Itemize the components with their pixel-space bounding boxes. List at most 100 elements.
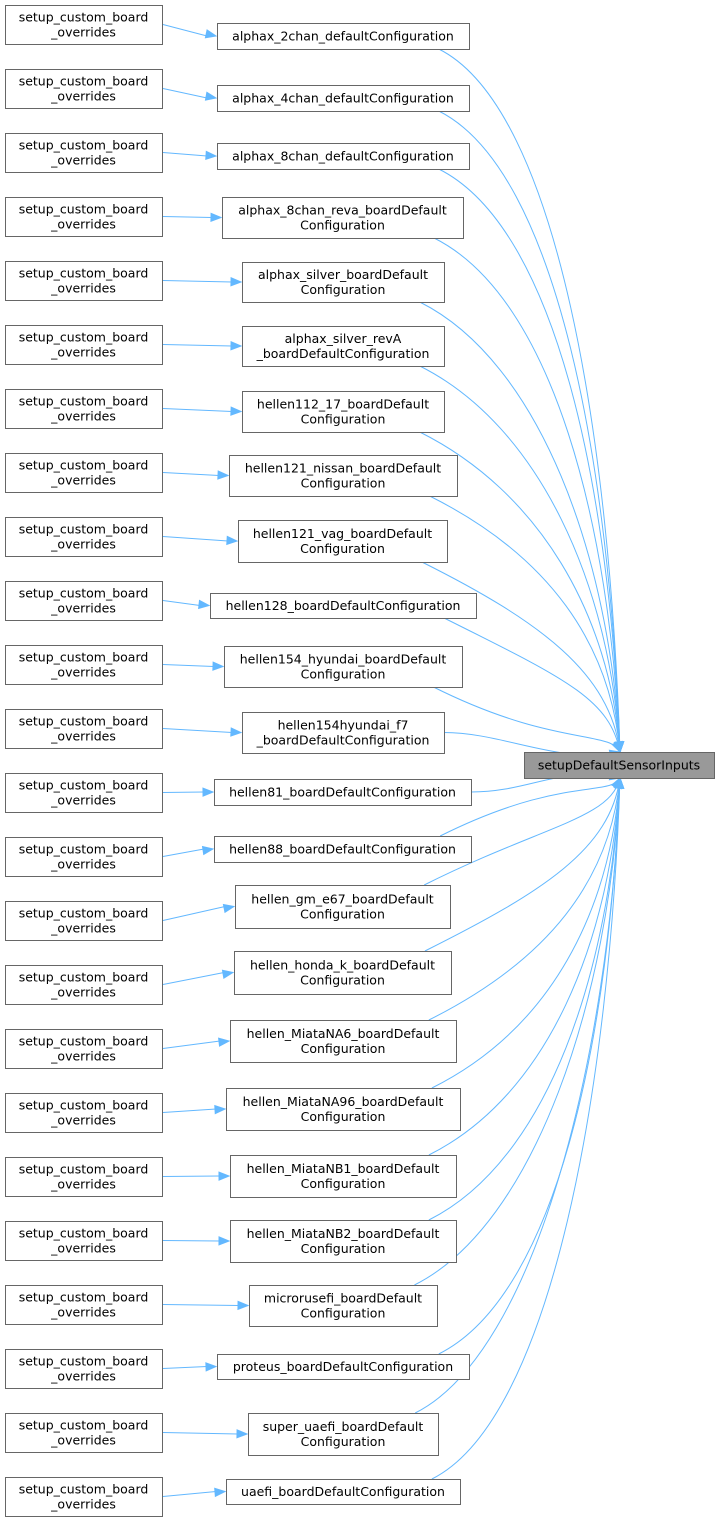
middle-node-hellen-honda-k-boarddefaultconfiguration-label-line: Configuration [300,973,385,988]
middle-node-hellen-miatana96-boarddefaultconfiguration-box [226,1088,461,1131]
middle-node-hellen-miatana96-boarddefaultconfiguration[interactable]: hellen_MiataNA96_boardDefaultConfigurati… [226,1088,461,1131]
caller-node-setup-custom-board-overrides[interactable]: setup_custom_board_overrides [5,581,163,621]
caller-node-setup-custom-board-overrides[interactable]: setup_custom_board_overrides [5,773,163,813]
caller-node-setup-custom-board-overrides[interactable]: setup_custom_board_overrides [5,197,163,237]
caller-node-setup-custom-board-overrides[interactable]: setup_custom_board_overrides [5,1221,163,1261]
caller-node-setup-custom-board-overrides[interactable]: setup_custom_board_overrides [5,645,163,685]
middle-node-hellen-miatana6-boarddefaultconfiguration[interactable]: hellen_MiataNA6_boardDefaultConfiguratio… [230,1020,457,1063]
middle-node-hellen81-boarddefaultconfiguration[interactable]: hellen81_boardDefaultConfiguration [214,779,472,806]
middle-node-alphax-silver-reva-boarddefaultconfiguration[interactable]: alphax_silver_revA_boardDefaultConfigura… [242,326,445,367]
caller-node-setup-custom-board-overrides-label-line: _overrides [50,1433,116,1448]
edge-line [162,24,208,37]
caller-node-setup-custom-board-overrides[interactable]: setup_custom_board_overrides [5,837,163,877]
edge-caller-to-middle [162,24,218,39]
caller-node-setup-custom-board-overrides[interactable]: setup_custom_board_overrides [5,5,163,45]
edge-curve [438,48,621,753]
edge-line [162,408,233,412]
edge-line [162,972,225,985]
middle-node-hellen121-vag-boarddefaultconfiguration[interactable]: hellen121_vag_boardDefaultConfiguration [238,520,448,563]
edge-curve [428,777,621,1021]
middle-node-alphax-4chan-defaultconfiguration-box [217,85,470,112]
edge-curve [431,777,621,1089]
caller-node-setup-custom-board-overrides-label-line: setup_custom_board [19,970,149,985]
middle-node-hellen-honda-k-boarddefaultconfiguration[interactable]: hellen_honda_k_boardDefaultConfiguration [234,951,452,995]
middle-node-hellen112-17-boarddefaultconfiguration[interactable]: hellen112_17_boardDefaultConfiguration [242,391,445,433]
middle-node-proteus-boarddefaultconfiguration[interactable]: proteus_boardDefaultConfiguration [217,1354,470,1380]
caller-node-setup-custom-board-overrides-box [5,69,163,109]
middle-node-microrusefi-boarddefaultconfiguration[interactable]: microrusefi_boardDefaultConfiguration [249,1285,438,1327]
middle-node-hellen-miatana6-boarddefaultconfiguration-box [230,1020,457,1063]
middle-node-hellen112-17-boarddefaultconfiguration-label-line: Configuration [301,412,386,427]
caller-node-setup-custom-board-overrides[interactable]: setup_custom_board_overrides [5,1413,163,1453]
edge-line [162,344,233,347]
caller-node-setup-custom-board-overrides-box [5,837,163,877]
caller-node-setup-custom-board-overrides-box [5,1221,163,1261]
middle-node-hellen-miatanb1-boarddefaultconfiguration-label-line: hellen_MiataNB1_boardDefault [247,1161,440,1176]
caller-node-setup-custom-board-overrides-label-line: _overrides [50,537,116,552]
caller-node-setup-custom-board-overrides-box [5,197,163,237]
caller-node-setup-custom-board-overrides-label-line: _overrides [50,473,116,488]
caller-node-setup-custom-board-overrides[interactable]: setup_custom_board_overrides [5,69,163,109]
middle-node-hellen-miatanb2-boarddefaultconfiguration-label-line: hellen_MiataNB2_boardDefault [247,1226,440,1241]
middle-node-alphax-silver-reva-boarddefaultconfiguration-label-line: alphax_silver_revA [285,331,402,346]
middle-node-super-uaefi-boarddefaultconfiguration[interactable]: super_uaefi_boardDefaultConfiguration [248,1413,439,1456]
caller-node-setup-custom-board-overrides-label-line: _overrides [50,921,116,936]
middle-node-hellen154hyundai-f7-boarddefaultconfiguration-box [242,712,445,754]
caller-node-setup-custom-board-overrides-label-line: setup_custom_board [19,1226,149,1241]
middle-node-hellen-miatanb2-boarddefaultconfiguration[interactable]: hellen_MiataNB2_boardDefaultConfiguratio… [230,1220,457,1263]
middle-node-hellen121-vag-boarddefaultconfiguration-label-line: hellen121_vag_boardDefault [253,526,432,541]
caller-node-setup-custom-board-overrides-label-line: _overrides [50,89,116,104]
caller-node-setup-custom-board-overrides[interactable]: setup_custom_board_overrides [5,133,163,173]
middle-node-hellen88-boarddefaultconfiguration-box [214,836,472,863]
caller-node-setup-custom-board-overrides[interactable]: setup_custom_board_overrides [5,325,163,365]
middle-node-hellen-miatanb1-boarddefaultconfiguration[interactable]: hellen_MiataNB1_boardDefaultConfiguratio… [230,1155,457,1198]
caller-node-setup-custom-board-overrides-label-line: setup_custom_board [19,714,149,729]
caller-node-setup-custom-board-overrides-box [5,453,163,493]
caller-node-setup-custom-board-overrides[interactable]: setup_custom_board_overrides [5,453,163,493]
caller-node-setup-custom-board-overrides[interactable]: setup_custom_board_overrides [5,389,163,429]
middle-node-alphax-8chan-reva-boarddefaultconfiguration[interactable]: alphax_8chan_reva_boardDefaultConfigurat… [222,197,464,239]
caller-node-setup-custom-board-overrides-box [5,261,163,301]
middle-node-hellen88-boarddefaultconfiguration[interactable]: hellen88_boardDefaultConfiguration [214,836,472,863]
middle-node-hellen121-nissan-boarddefaultconfiguration[interactable]: hellen121_nissan_boardDefaultConfigurati… [229,455,458,497]
caller-node-setup-custom-board-overrides[interactable]: setup_custom_board_overrides [5,1285,163,1325]
caller-node-setup-custom-board-overrides[interactable]: setup_custom_board_overrides [5,517,163,557]
caller-node-setup-custom-board-overrides-label-line: _overrides [50,153,116,168]
edge-middle-to-target [419,365,625,754]
caller-node-setup-custom-board-overrides-box [5,773,163,813]
target-node-setupDefaultSensorInputs[interactable]: setupDefaultSensorInputs [524,752,715,779]
edge-curve [433,237,621,753]
middle-node-uaefi-boarddefaultconfiguration[interactable]: uaefi_boardDefaultConfiguration [226,1479,461,1505]
middle-node-alphax-2chan-defaultconfiguration[interactable]: alphax_2chan_defaultConfiguration [217,23,470,50]
caller-node-setup-custom-board-overrides[interactable]: setup_custom_board_overrides [5,1093,163,1133]
edge-curve [419,365,621,753]
caller-node-setup-custom-board-overrides[interactable]: setup_custom_board_overrides [5,965,163,1005]
caller-node-setup-custom-board-overrides[interactable]: setup_custom_board_overrides [5,901,163,941]
middle-node-alphax-8chan-defaultconfiguration[interactable]: alphax_8chan_defaultConfiguration [217,143,470,170]
middle-node-hellen-gm-e67-boarddefaultconfiguration[interactable]: hellen_gm_e67_boardDefaultConfiguration [235,885,451,929]
caller-node-setup-custom-board-overrides-box [5,709,163,749]
caller-node-setup-custom-board-overrides-box [5,1093,163,1133]
edge-middle-to-target [431,776,625,1480]
edge-line [162,600,201,606]
caller-node-setup-custom-board-overrides[interactable]: setup_custom_board_overrides [5,1029,163,1069]
caller-node-setup-custom-board-overrides-label-line: setup_custom_board [19,1098,149,1113]
middle-node-hellen154-hyundai-boarddefaultconfiguration[interactable]: hellen154_hyundai_boardDefaultConfigurat… [224,646,463,688]
caller-node-setup-custom-board-overrides[interactable]: setup_custom_board_overrides [5,1157,163,1197]
middle-node-alphax-silver-boarddefaultconfiguration-box [242,262,445,303]
caller-node-setup-custom-board-overrides-label-line: setup_custom_board [19,458,149,473]
middle-node-alphax-silver-reva-boarddefaultconfiguration-box [242,326,445,367]
middle-node-hellen128-boarddefaultconfiguration[interactable]: hellen128_boardDefaultConfiguration [210,593,477,619]
caller-node-setup-custom-board-overrides[interactable]: setup_custom_board_overrides [5,1349,163,1389]
caller-node-setup-custom-board-overrides-label-line: setup_custom_board [19,650,149,665]
caller-node-setup-custom-board-overrides-label-line: setup_custom_board [19,778,149,793]
caller-node-setup-custom-board-overrides[interactable]: setup_custom_board_overrides [5,709,163,749]
edge-line [162,472,220,476]
caller-node-setup-custom-board-overrides[interactable]: setup_custom_board_overrides [5,1477,163,1517]
middle-node-hellen154hyundai-f7-boarddefaultconfiguration[interactable]: hellen154hyundai_f7_boardDefaultConfigur… [242,712,445,754]
caller-node-setup-custom-board-overrides[interactable]: setup_custom_board_overrides [5,261,163,301]
edge-line [162,1108,217,1113]
middle-node-alphax-silver-boarddefaultconfiguration[interactable]: alphax_silver_boardDefaultConfiguration [242,262,445,303]
edge-middle-to-target [443,617,623,754]
middle-node-alphax-4chan-defaultconfiguration[interactable]: alphax_4chan_defaultConfiguration [217,85,470,112]
